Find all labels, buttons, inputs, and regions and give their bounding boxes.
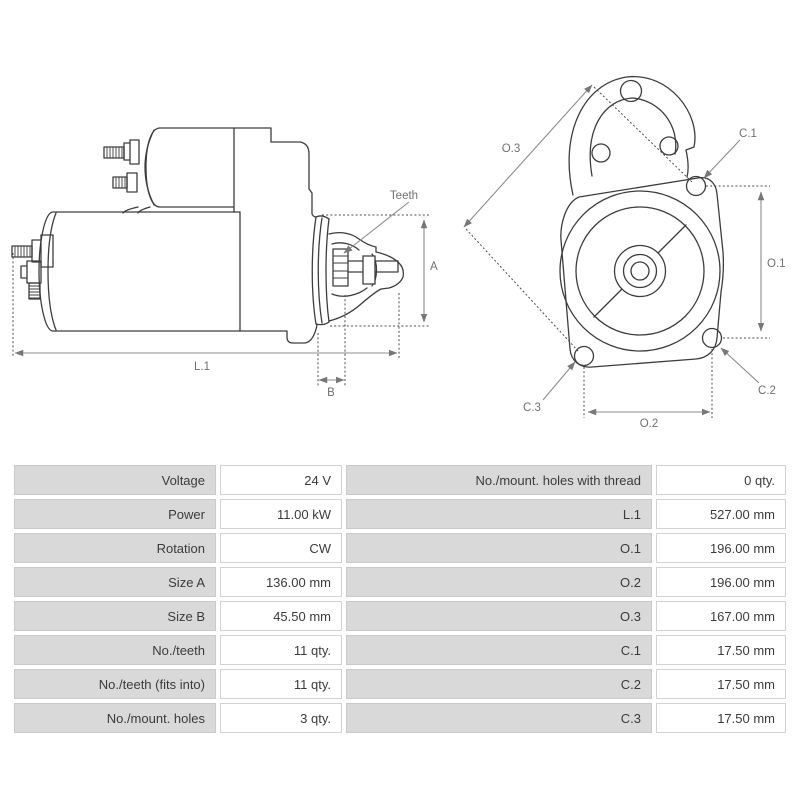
dimension-label-o3: O.3 (502, 143, 521, 155)
rear-terminal-studs (11, 234, 54, 300)
spec-label: No./mount. holes (14, 703, 216, 733)
spec-label: C.1 (346, 635, 652, 665)
side-view-drawing: Teeth A L.1 B (11, 127, 438, 399)
dimension-label-teeth: Teeth (390, 190, 418, 202)
drive-housing (233, 127, 317, 218)
dimension-label-c3: C.3 (523, 402, 541, 414)
front-view-dimensions: O.3 O.1 O.2 C.1 C.2 C.3 (463, 84, 786, 430)
mounting-hole-c2 (701, 327, 723, 349)
spec-table: Voltage 24 V No./mount. holes with threa… (10, 461, 790, 737)
dimension-label-a: A (430, 261, 438, 273)
table-row: Rotation CW O.1 196.00 mm (14, 533, 786, 563)
spec-value: 3 qty. (220, 703, 342, 733)
spec-value: 17.50 mm (656, 703, 786, 733)
spec-label: O.1 (346, 533, 652, 563)
spec-label: No./mount. holes with thread (346, 465, 652, 495)
spec-value: 45.50 mm (220, 601, 342, 631)
spec-value: 196.00 mm (656, 533, 786, 563)
spec-value: 11 qty. (220, 635, 342, 665)
table-row: No./teeth 11 qty. C.1 17.50 mm (14, 635, 786, 665)
spec-value: 11.00 kW (220, 499, 342, 529)
spec-label: O.3 (346, 601, 652, 631)
top-bracket (568, 76, 696, 196)
front-view-drawing: O.3 O.1 O.2 C.1 C.2 C.3 (463, 76, 786, 430)
spec-label: Voltage (14, 465, 216, 495)
spec-value: 167.00 mm (656, 601, 786, 631)
spec-label: No./teeth (14, 635, 216, 665)
shaft-collar (362, 255, 376, 285)
spec-value: 17.50 mm (656, 669, 786, 699)
spec-value: 196.00 mm (656, 567, 786, 597)
spec-value: 0 qty. (656, 465, 786, 495)
spec-label: Size B (14, 601, 216, 631)
mounting-hole-c1 (685, 175, 707, 197)
table-row: Size B 45.50 mm O.3 167.00 mm (14, 601, 786, 631)
dimension-label-b: B (327, 387, 335, 399)
table-row: Voltage 24 V No./mount. holes with threa… (14, 465, 786, 495)
solenoid-terminals (103, 139, 140, 193)
spec-value: 527.00 mm (656, 499, 786, 529)
mounting-flange (560, 177, 725, 368)
spec-label: L.1 (346, 499, 652, 529)
mounting-hole-c3 (573, 345, 595, 367)
dimension-label-l1: L.1 (194, 361, 210, 373)
dimension-label-o2: O.2 (640, 418, 659, 430)
table-row: Power 11.00 kW L.1 527.00 mm (14, 499, 786, 529)
spec-label: O.2 (346, 567, 652, 597)
table-row: No./teeth (fits into) 11 qty. C.2 17.50 … (14, 669, 786, 699)
spec-value: 24 V (220, 465, 342, 495)
spec-label: Power (14, 499, 216, 529)
spec-value: CW (220, 533, 342, 563)
bore-circles (559, 190, 721, 352)
top-hole (619, 79, 643, 103)
starter-motor-diagram: Teeth A L.1 B (11, 76, 786, 430)
spec-value: 17.50 mm (656, 635, 786, 665)
spec-value: 136.00 mm (220, 567, 342, 597)
spec-label: C.3 (346, 703, 652, 733)
spec-label: Rotation (14, 533, 216, 563)
dimension-label-o1: O.1 (767, 258, 786, 270)
side-view-dimensions: Teeth A L.1 B (12, 190, 438, 399)
flange-band (311, 215, 330, 326)
pinion-gear (332, 248, 399, 287)
dimension-label-c2: C.2 (758, 385, 776, 397)
table-row: Size A 136.00 mm O.2 196.00 mm (14, 567, 786, 597)
technical-drawing: Teeth A L.1 B (11, 76, 786, 430)
spec-value: 11 qty. (220, 669, 342, 699)
motor-body (38, 211, 241, 332)
table-row: No./mount. holes 3 qty. C.3 17.50 mm (14, 703, 786, 733)
dimension-label-c1: C.1 (739, 128, 757, 140)
spec-label: C.2 (346, 669, 652, 699)
spec-label: Size A (14, 567, 216, 597)
spec-label: No./teeth (fits into) (14, 669, 216, 699)
solenoid (145, 127, 235, 208)
